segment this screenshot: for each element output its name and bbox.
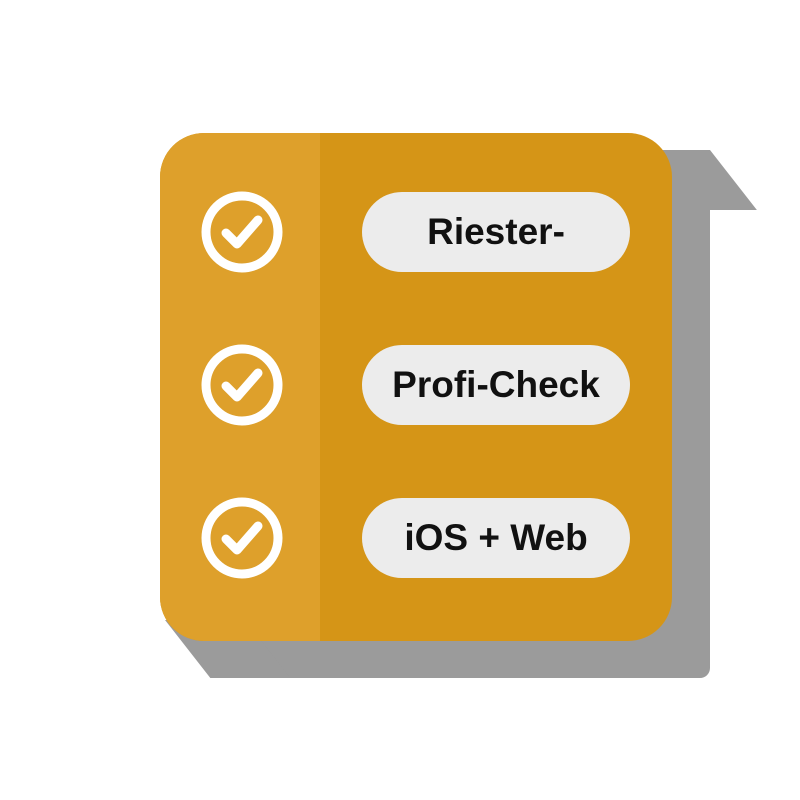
check-circle-icon xyxy=(201,497,283,579)
list-item: iOS + Web xyxy=(160,493,672,583)
item-label: Profi-Check xyxy=(362,345,630,425)
list-item: Profi-Check xyxy=(160,340,672,430)
check-circle-icon xyxy=(201,191,283,273)
check-circle-icon xyxy=(201,344,283,426)
list-item: Riester- xyxy=(160,187,672,277)
checklist-card: Riester- Profi-Check iOS + Web xyxy=(160,133,672,641)
item-label: iOS + Web xyxy=(362,498,630,578)
item-label: Riester- xyxy=(362,192,630,272)
